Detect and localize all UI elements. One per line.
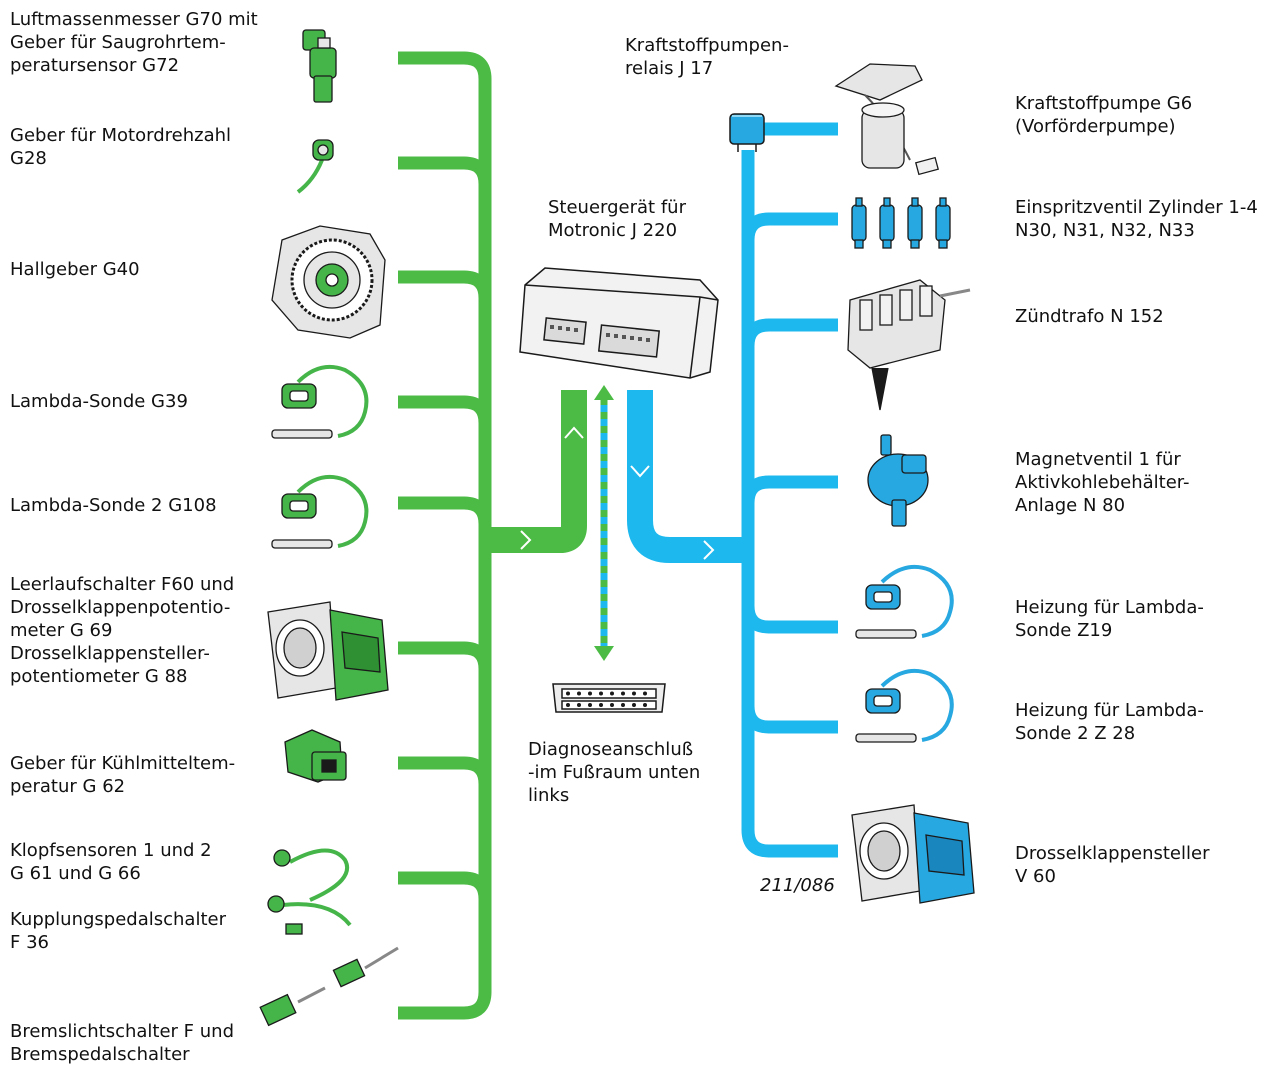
sensor-label-lambda-2: Lambda-Sonde 2 G108 [10,495,217,516]
actuator-bus [741,122,838,858]
ignition-coil-icon [847,279,971,411]
actuator-label-injectors: Einspritzventil Zylinder 1-4 N30, N31, N… [1015,197,1258,241]
lambda-probe-icon [271,365,369,439]
sensor-label-throttle: Leerlaufschalter F60 und Drosselklappenp… [10,574,235,687]
actuator-label-fuel-pump: Kraftstoffpumpe G6 (Vorförderpumpe) [1015,93,1193,137]
throttle-body-icon [267,601,389,701]
sensor-bus-trunk [485,390,587,553]
actuator-label-fuel-pump-relay: Kraftstoffpumpen- relais J 17 [625,35,789,79]
control-unit-icon [519,267,719,379]
air-mass-meter-icon [302,29,337,103]
coolant-sensor-icon [284,729,347,783]
sensor-label-air-mass-meter: Luftmassenmesser G70 mit Geber für Saugr… [10,9,258,76]
sensor-label-clutch-pedal: Kupplungspedalschalter F 36 [10,909,226,953]
sensor-bus [398,51,492,1020]
diagnostic-line [594,385,614,661]
actuator-label-lambda-heater-2: Heizung für Lambda- Sonde 2 Z 28 [1015,700,1204,744]
actuator-label-lambda-heater-1: Heizung für Lambda- Sonde Z19 [1015,597,1204,641]
speed-sensor-icon [296,139,334,194]
actuator-label-ignition-coil: Zündtrafo N 152 [1015,306,1164,327]
injector-icon [851,197,951,249]
throttle-actuator-icon [851,804,975,904]
sensor-label-brake-pedal: Bremslichtschalter F und Bremspedalschal… [10,1021,234,1065]
relay-icon [729,113,765,152]
pedal-switch-icon [259,946,399,1027]
actuator-bus-trunk [627,390,748,563]
figure-ref: 211/086 [760,875,835,896]
fuel-pump-icon [834,63,940,176]
sensor-label-coolant: Geber für Kühlmitteltem- peratur G 62 [10,753,236,797]
sensor-label-lambda-1: Lambda-Sonde G39 [10,391,188,412]
sensor-label-hall-sender: Hallgeber G40 [10,259,140,280]
sensor-label-engine-speed: Geber für Motordrehzahl G28 [10,125,232,169]
hall-sender-icon [271,225,386,339]
lambda-heater-icon [855,669,954,743]
lambda-probe-icon [271,475,369,549]
knock-sensor-icon [267,848,352,935]
actuator-label-solenoid-valve: Magnetventil 1 für Aktivkohlebehälter- A… [1015,449,1190,516]
sensor-label-knock: Klopfsensoren 1 und 2 G 61 und G 66 [10,840,212,884]
control-unit-label: Steuergerät für Motronic J 220 [548,197,686,241]
lambda-heater-icon [855,565,954,639]
actuator-label-throttle-actuator: Drosselklappensteller V 60 [1015,843,1210,887]
solenoid-valve-icon [867,434,929,527]
diagnostic-label: Diagnoseanschluß -im Fußraum unten links [528,739,701,806]
obd-connector-icon [552,683,666,713]
